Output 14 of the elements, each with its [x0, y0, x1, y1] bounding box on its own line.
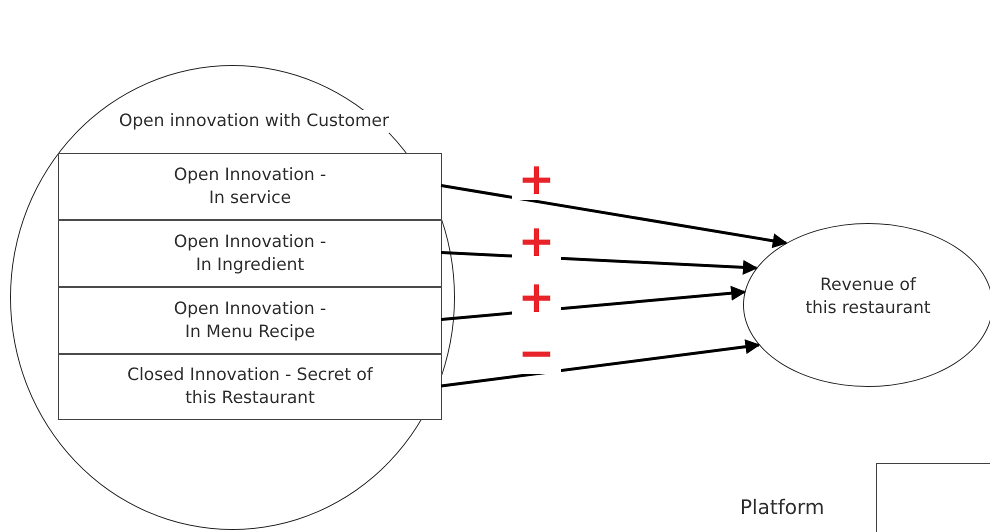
arrow — [440, 339, 760, 388]
arrow — [440, 184, 788, 248]
node-text: Open Innovation - In Menu Recipe — [172, 298, 328, 344]
node-text: Open innovation with Customer — [119, 110, 389, 133]
label-text: Platform — [740, 494, 824, 521]
process-box — [58, 354, 442, 420]
process-box — [58, 220, 442, 287]
node-text: Open Innovation - In service — [172, 164, 328, 210]
process-box — [58, 153, 442, 220]
ellipse-node — [10, 65, 455, 530]
process-box — [58, 287, 442, 354]
node-text: Revenue of this restaurant — [804, 274, 932, 320]
node-text: Closed Innovation - Secret of this Restaurant — [126, 364, 374, 410]
node-text: Open Innovation - In Ingredient — [172, 230, 328, 276]
